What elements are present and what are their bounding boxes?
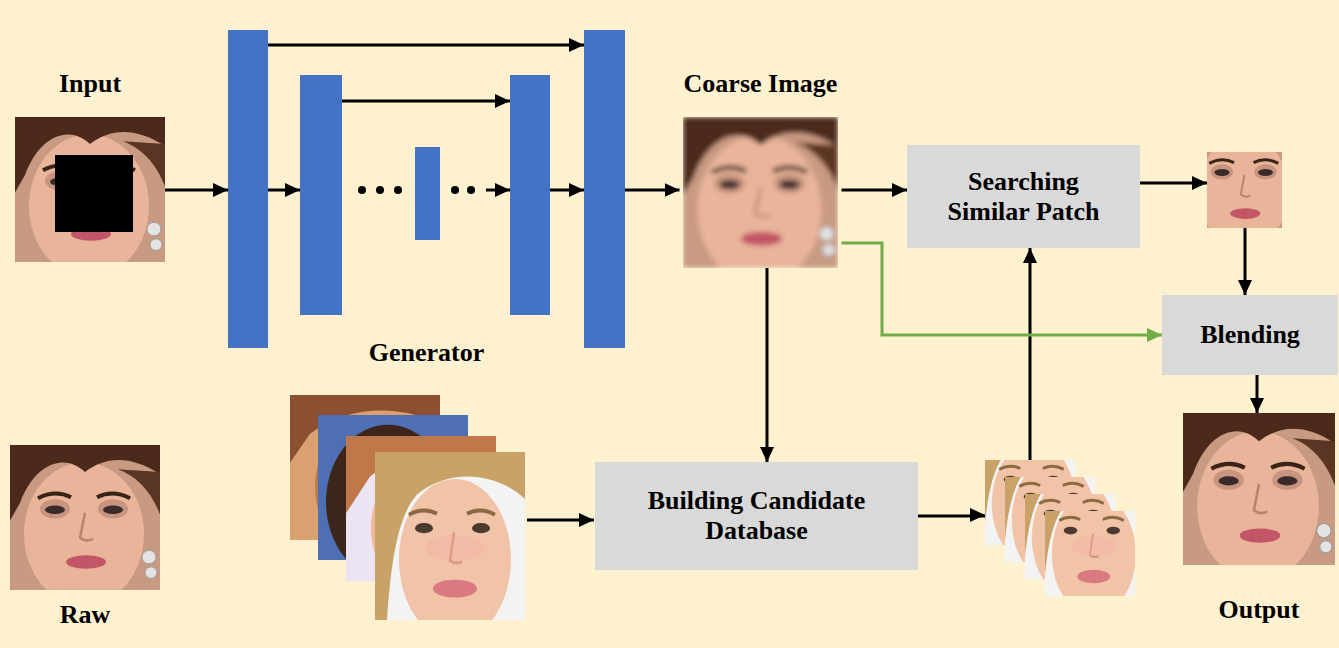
coarse-image: Coarse Image	[680, 69, 842, 268]
encoder-layer	[300, 75, 342, 315]
flow-arrow	[766, 268, 769, 462]
node-label: Raw	[60, 600, 111, 630]
node-label: Building Candidate Database	[625, 486, 888, 546]
process-box: Searching Similar Patch	[907, 145, 1140, 248]
mask-hole	[55, 155, 133, 232]
dot	[376, 186, 384, 194]
decoder-layer	[510, 75, 550, 315]
flow-arrow	[625, 189, 680, 192]
face-photo	[683, 117, 838, 284]
generator-block: Generator	[228, 25, 625, 368]
coarse-photo	[683, 117, 838, 284]
raw-image: Raw	[10, 445, 160, 630]
bottleneck-layer	[415, 147, 440, 240]
generator-network	[228, 30, 625, 348]
flow-arrow	[527, 519, 594, 522]
skip-connection	[342, 100, 510, 103]
flow-arrow	[842, 243, 1163, 335]
node-label: Output	[1219, 595, 1300, 625]
matched-patch	[1188, 122, 1301, 248]
candidate-patch	[1034, 473, 1147, 616]
flow-arrow	[165, 189, 228, 192]
process-box: Building Candidate Database	[595, 462, 918, 570]
dot	[467, 186, 475, 194]
flow-arrow	[842, 189, 908, 192]
encoder-layer	[228, 30, 268, 348]
layer-arrow	[550, 189, 584, 192]
face-photo	[375, 452, 525, 640]
skip-connection	[268, 44, 584, 47]
arrow-head	[1192, 176, 1207, 190]
input-image: Input	[15, 69, 165, 262]
face-photo	[1188, 122, 1301, 248]
input-photo	[15, 117, 165, 277]
face-photo	[15, 117, 165, 277]
process-box: Blending	[1162, 295, 1338, 375]
face-dataset-stack	[290, 395, 525, 640]
node-label: Coarse Image	[684, 69, 838, 99]
node-label: Blending	[1200, 320, 1300, 350]
layer-arrow	[486, 189, 510, 192]
layer-arrow	[268, 189, 300, 192]
node-label: Searching Similar Patch	[931, 167, 1116, 227]
output-image: Output	[1183, 413, 1335, 625]
node-label: Input	[59, 69, 121, 99]
dot	[358, 186, 366, 194]
output-photo	[1183, 413, 1335, 581]
decoder-layer	[584, 30, 625, 348]
flow-arrow	[1256, 375, 1259, 413]
raw-photo	[10, 445, 160, 605]
dot	[451, 186, 459, 194]
node-label: Generator	[369, 338, 485, 368]
face-photo	[1034, 473, 1147, 616]
candidate-patch-stack	[974, 422, 1147, 616]
ellipsis-dots	[358, 186, 475, 194]
dot	[394, 186, 402, 194]
arrow-head	[970, 508, 985, 522]
